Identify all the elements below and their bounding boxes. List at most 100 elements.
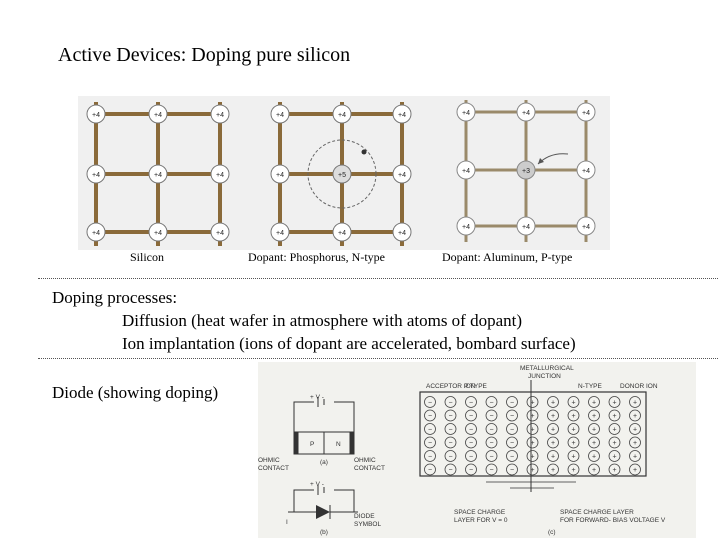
ion-circle xyxy=(526,396,539,408)
ion-circle xyxy=(465,450,477,462)
ion-circle xyxy=(629,463,641,476)
ion-circle xyxy=(567,423,580,435)
ion-circle xyxy=(629,450,641,462)
ion-sign: + xyxy=(592,400,596,407)
ion-sign: + xyxy=(612,413,616,420)
ion-sign: − xyxy=(489,440,493,447)
ion-circle xyxy=(629,409,641,422)
silicon-node: +4 xyxy=(92,230,100,237)
ion-circle xyxy=(424,436,436,449)
ion-sign: − xyxy=(489,400,493,407)
ion-circle xyxy=(567,450,580,462)
ion-sign: + xyxy=(571,413,575,420)
ion-sign: + xyxy=(551,440,555,447)
ion-sign: + xyxy=(571,440,575,447)
ion-sign: − xyxy=(448,400,452,407)
ion-circle xyxy=(608,450,621,462)
ion-sign: + xyxy=(571,400,575,407)
ion-sign: + xyxy=(551,427,555,434)
ion-circle xyxy=(485,396,498,408)
phosphorus-node: +4 xyxy=(276,172,284,179)
ion-circle xyxy=(608,409,621,422)
phosphorus-node: +4 xyxy=(338,112,346,119)
ion-circle xyxy=(588,450,600,462)
donor-ion-label: DONOR ION xyxy=(620,383,658,390)
ion-circle xyxy=(444,396,457,408)
ion-sign: + xyxy=(633,467,637,474)
scl-forward-label-1: SPACE CHARGE LAYER xyxy=(560,509,634,516)
silicon-node: +4 xyxy=(216,230,224,237)
ion-sign: − xyxy=(510,413,514,420)
ohmic-contact-right-2: CONTACT xyxy=(354,465,385,472)
aluminum-node: +4 xyxy=(462,110,470,117)
ion-sign: + xyxy=(633,427,637,434)
ohmic-contact-left-1: OHMIC xyxy=(258,457,280,464)
aluminum-node: +4 xyxy=(582,110,590,117)
ion-sign: + xyxy=(571,427,575,434)
ion-circle xyxy=(506,463,518,476)
ion-circle xyxy=(465,436,477,449)
ion-circle xyxy=(444,463,457,476)
silicon-node: +4 xyxy=(154,172,162,179)
ion-grid: −−−−−++++++−−−−−++++++−−−−−++++++−−−−−++… xyxy=(424,396,641,476)
ion-sign: + xyxy=(592,467,596,474)
silicon-node: +4 xyxy=(154,230,162,237)
ion-circle xyxy=(485,436,498,449)
ion-circle xyxy=(444,436,457,449)
ion-sign: − xyxy=(428,454,432,461)
ion-sign: + xyxy=(551,467,555,474)
ion-circle xyxy=(485,450,498,462)
aluminum-node: +4 xyxy=(582,168,590,175)
aluminum-lattice: +4 +4 +4 +4 +3 +4 +4 +4 +4 xyxy=(456,100,596,242)
ion-circle xyxy=(485,409,498,422)
scl-zero-label-1: SPACE CHARGE xyxy=(454,509,506,516)
ion-circle xyxy=(526,463,539,476)
phosphorus-node: +4 xyxy=(338,230,346,237)
ion-circle xyxy=(547,463,559,476)
ion-sign: + xyxy=(530,427,534,434)
ion-circle xyxy=(567,463,580,476)
scl-zero-label-2: LAYER FOR V = 0 xyxy=(454,517,508,524)
silicon-lattice: +4 +4 +4 +4 +4 +4 +4 +4 +4 xyxy=(86,102,230,246)
ion-sign: − xyxy=(428,467,432,474)
diode-symbol-label-1: DIODE xyxy=(354,513,375,520)
ion-circle xyxy=(588,423,600,435)
ion-sign: − xyxy=(489,413,493,420)
ion-sign: + xyxy=(530,467,534,474)
ion-sign: − xyxy=(428,413,432,420)
voltage-label-b: + V - xyxy=(310,481,324,488)
ion-sign: + xyxy=(530,413,534,420)
ion-sign: + xyxy=(612,454,616,461)
ion-sign: + xyxy=(612,400,616,407)
ion-sign: + xyxy=(551,454,555,461)
ion-sign: − xyxy=(489,454,493,461)
ion-circle xyxy=(465,409,477,422)
ion-sign: + xyxy=(530,440,534,447)
aluminum-dopant-node: +3 xyxy=(522,168,530,175)
ion-circle xyxy=(608,436,621,449)
ion-sign: + xyxy=(571,467,575,474)
ion-sign: − xyxy=(448,467,452,474)
ion-circle xyxy=(506,436,518,449)
diode-symbol-label-2: SYMBOL xyxy=(354,521,381,528)
ion-circle xyxy=(444,450,457,462)
ion-circle xyxy=(547,423,559,435)
ion-sign: − xyxy=(510,467,514,474)
ion-sign: + xyxy=(551,400,555,407)
phosphorus-node: +4 xyxy=(276,230,284,237)
ion-circle xyxy=(547,409,559,422)
caption-aluminum: Dopant: Aluminum, P-type xyxy=(442,250,573,264)
ion-sign: + xyxy=(530,454,534,461)
ion-sign: − xyxy=(510,440,514,447)
p-region-label: P xyxy=(310,441,314,448)
acceptor-ion-label: ACCEPTOR ION xyxy=(426,383,476,390)
n-type-label: N-TYPE xyxy=(578,383,603,390)
ion-sign: − xyxy=(448,440,452,447)
diode-doping-figure: + V - P N OHMIC CONTACT OHMIC CONTACT (a… xyxy=(258,362,696,538)
ion-sign: − xyxy=(448,454,452,461)
aluminum-node: +4 xyxy=(522,224,530,231)
ion-sign: + xyxy=(592,427,596,434)
ion-circle xyxy=(547,450,559,462)
ion-sign: − xyxy=(510,427,514,434)
scl-forward-label-2: FOR FORWARD- BIAS VOLTAGE V xyxy=(560,517,666,524)
